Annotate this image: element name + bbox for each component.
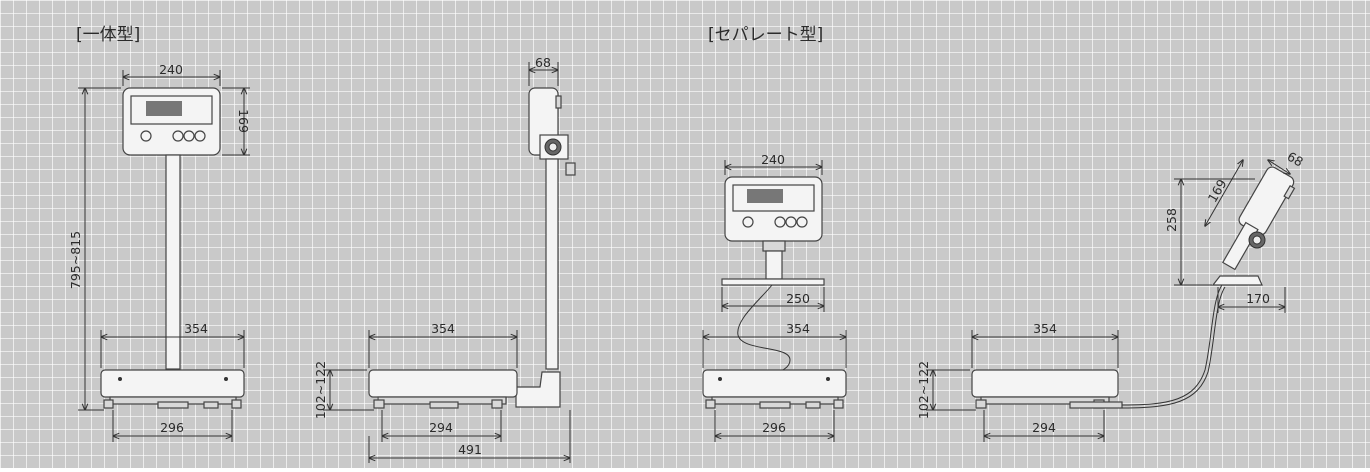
platform-side (971, 369, 1119, 398)
stand-base (721, 278, 825, 286)
pillar-side (545, 158, 559, 370)
platform-screw (224, 377, 228, 381)
foot (103, 399, 114, 409)
separate-front-view (702, 176, 847, 409)
foot (231, 399, 242, 409)
indicator-button (796, 216, 808, 228)
dim-total-height: 795~815 (68, 231, 83, 289)
pillar-base (515, 371, 561, 408)
indicator-button (785, 216, 797, 228)
indicator-button (140, 130, 152, 142)
load-cell (1069, 401, 1123, 409)
cable (1121, 284, 1223, 406)
foot (975, 399, 987, 409)
stand-base-side (1211, 275, 1263, 286)
separate-type-title: [セパレート型] (708, 25, 823, 45)
indicator-button (194, 130, 206, 142)
indicator-button (742, 216, 754, 228)
pillar-clip (565, 162, 576, 176)
dim-foot-spacing: 296 (160, 420, 184, 435)
platform-screw (826, 377, 830, 381)
foot (491, 399, 503, 409)
platform-side (368, 369, 518, 398)
load-cell (759, 401, 791, 409)
platform-screw (118, 377, 122, 381)
display-screen (747, 189, 783, 203)
integrated-side-dimensions: 68 354 102~122 294 491 (313, 55, 570, 463)
display-screen (146, 101, 182, 116)
dim-foot-spacing: 294 (429, 420, 453, 435)
indicator-knob (1283, 185, 1296, 200)
load-cell (805, 401, 821, 409)
load-cell (157, 401, 189, 409)
integrated-side-view (368, 87, 576, 409)
platform (702, 369, 847, 398)
dim-foot-spacing: 296 (762, 420, 786, 435)
dim-total-depth: 491 (458, 442, 482, 457)
stand-post (765, 250, 783, 280)
dim-platform-height: 102~122 (916, 361, 931, 419)
foot (833, 399, 844, 409)
dim-indicator-depth: 68 (1285, 149, 1306, 170)
integrated-type-title: [一体型] (76, 25, 140, 45)
separate-front-dimensions: 240 250 354 296 (703, 152, 846, 442)
indicator-display (130, 95, 213, 125)
dim-platform-width: 354 (786, 321, 810, 336)
separate-side-view (971, 166, 1296, 409)
dim-foot-spacing: 294 (1032, 420, 1056, 435)
dim-indicator-width: 240 (159, 62, 183, 77)
dim-platform-width: 354 (1033, 321, 1057, 336)
dim-indicator-width: 240 (761, 152, 785, 167)
dim-platform-width: 354 (431, 321, 455, 336)
indicator-knob (555, 95, 562, 109)
foot (705, 399, 716, 409)
mount-block (762, 240, 786, 252)
load-cell (203, 401, 219, 409)
tilted-indicator (1221, 166, 1296, 271)
integrated-front-view (100, 87, 245, 409)
dim-indicator-depth: 68 (535, 55, 551, 70)
dim-platform-height: 102~122 (313, 361, 328, 419)
platform (100, 369, 245, 398)
load-cell (429, 401, 459, 409)
platform-screw (718, 377, 722, 381)
indicator-button (183, 130, 195, 142)
indicator-arm (1221, 221, 1259, 271)
indicator-button (774, 216, 786, 228)
integrated-front-dimensions: 240 169 795~815 354 296 (68, 62, 251, 442)
dim-indicator-height: 169 (236, 109, 251, 133)
indicator-button (172, 130, 184, 142)
dim-stand-depth: 170 (1246, 291, 1270, 306)
foot (373, 399, 385, 409)
dim-stand-width: 250 (786, 291, 810, 306)
dim-total-height: 258 (1164, 208, 1179, 232)
pillar (165, 154, 181, 370)
dim-platform-width: 354 (184, 321, 208, 336)
